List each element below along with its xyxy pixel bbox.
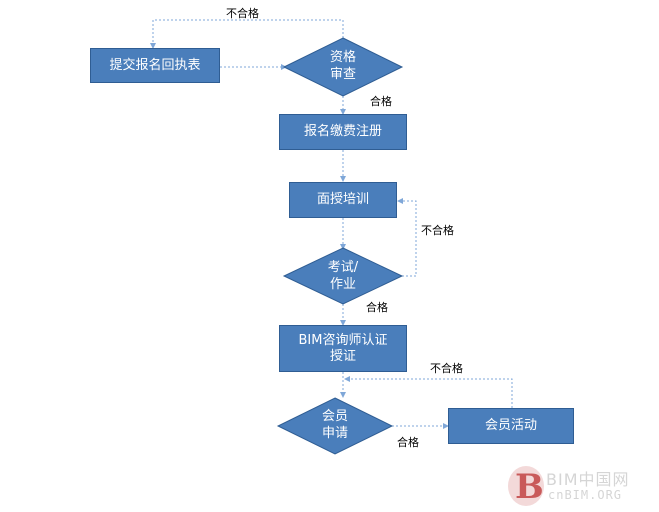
connector-activity-loop — [344, 376, 513, 408]
decision-member-apply — [276, 397, 394, 455]
step-certification-label-line2: 授证 — [329, 348, 356, 364]
bim-watermark-logo: B BIM中国网 cnBIM.ORG — [506, 464, 656, 510]
review-label-line1: 资格 — [329, 50, 356, 65]
decision-qualification-review-label: 资格 审查 — [318, 49, 368, 83]
step-submit-form-label: 提交报名回执表 — [109, 57, 201, 73]
step-register-pay: 报名缴费注册 — [279, 114, 407, 150]
bim-logo-icon: B — [508, 466, 544, 507]
decision-member-apply-label: 会员 申请 — [310, 408, 360, 442]
member-label-line2: 申请 — [321, 426, 348, 441]
step-certification-label-line1: BIM咨询师认证 — [298, 332, 388, 348]
edge-label-member-pass: 合格 — [397, 436, 419, 449]
exam-label-line1: 考试/ — [327, 260, 359, 275]
review-label-line2: 审查 — [329, 67, 356, 82]
member-label-line1: 会员 — [321, 409, 348, 424]
step-member-activity: 会员活动 — [448, 408, 574, 444]
watermark-line2: cnBIM.ORG — [548, 488, 623, 502]
connector-review-fail-loop — [150, 19, 344, 49]
svg-text:B: B — [515, 467, 544, 507]
step-certification: BIM咨询师认证 授证 — [279, 325, 407, 372]
step-register-pay-label: 报名缴费注册 — [303, 124, 382, 139]
edge-label-exam-pass: 合格 — [366, 301, 388, 314]
step-face-training: 面授培训 — [289, 182, 397, 218]
edge-label-review-fail: 不合格 — [226, 7, 259, 20]
edge-label-member-fail: 不合格 — [430, 362, 463, 375]
step-face-training-label: 面授培训 — [316, 192, 369, 207]
edge-label-review-pass: 合格 — [370, 95, 392, 108]
edge-label-exam-fail: 不合格 — [421, 224, 454, 237]
decision-exam-homework-label: 考试/ 作业 — [313, 259, 373, 293]
decision-exam-homework — [282, 247, 404, 305]
step-submit-form: 提交报名回执表 — [90, 48, 220, 83]
watermark-line1: BIM中国网 — [546, 470, 630, 489]
connector-exam-fail-loop — [397, 198, 417, 277]
exam-label-line2: 作业 — [329, 277, 356, 292]
decision-qualification-review — [282, 37, 404, 97]
step-member-activity-label: 会员活动 — [484, 418, 537, 433]
